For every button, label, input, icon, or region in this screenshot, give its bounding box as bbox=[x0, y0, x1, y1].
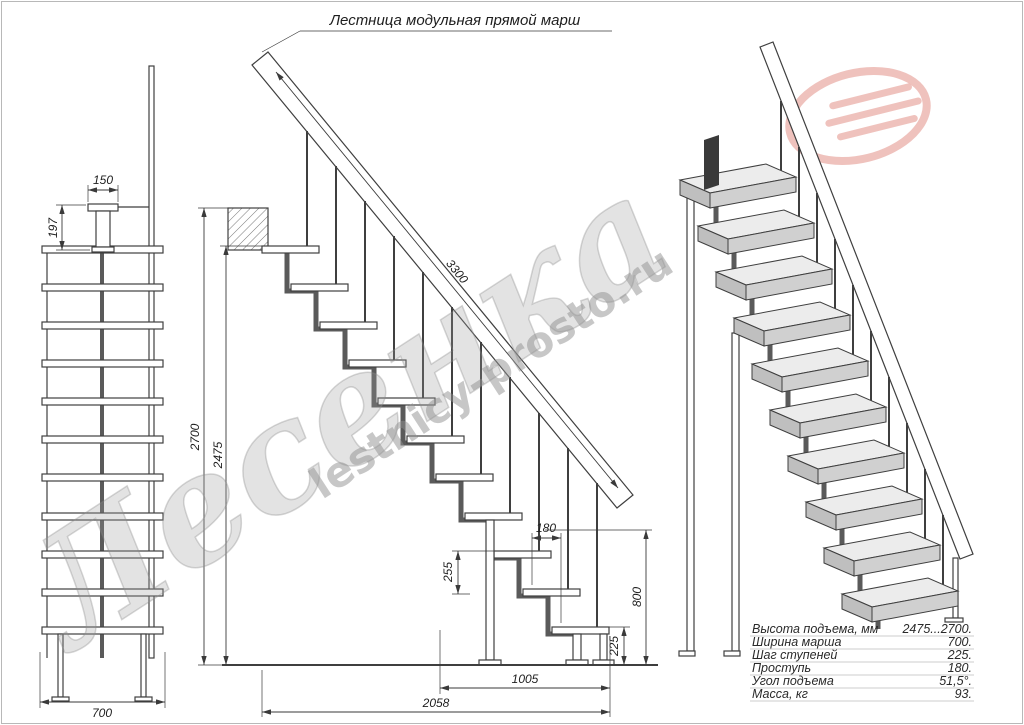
iso-wall-mount-plate bbox=[704, 135, 719, 190]
dim-2475-label: 2475 bbox=[211, 441, 225, 469]
spec-row-label: Проступь bbox=[752, 661, 811, 675]
spec-row-label: Масса, кг bbox=[752, 687, 808, 701]
dim-1005-label: 1005 bbox=[512, 672, 539, 686]
spec-row-value: 93. bbox=[955, 687, 972, 701]
dim-150-label: 150 bbox=[93, 173, 113, 187]
dim-2700-label: 2700 bbox=[188, 423, 202, 451]
spec-row-label: Шаг ступеней bbox=[752, 648, 837, 662]
dim-255-label: 255 bbox=[441, 562, 455, 583]
dim-2058-label: 2058 bbox=[422, 696, 450, 710]
dim-180-label: 180 bbox=[536, 521, 556, 535]
dim-2475: 2475 bbox=[211, 245, 262, 665]
spec-row-value: 700. bbox=[948, 635, 972, 649]
dim-700-label: 700 bbox=[92, 706, 112, 720]
dim-2700: 2700 bbox=[188, 207, 230, 666]
side-floor-slab bbox=[227, 207, 269, 251]
dim-2058: 2058 bbox=[261, 670, 611, 717]
page-title: Лестница модульная прямой марш bbox=[329, 12, 581, 29]
iso-balusters bbox=[780, 101, 944, 585]
spec-row-label: Угол подъема bbox=[751, 674, 834, 688]
dim-800-label: 800 bbox=[630, 587, 644, 607]
spec-table: Высота подъема, мм 2475...2700. Ширина м… bbox=[750, 622, 974, 702]
side-support-columns bbox=[478, 519, 615, 666]
dim-255: 255 bbox=[441, 550, 494, 595]
spec-table-rules bbox=[750, 635, 974, 702]
dim-800: 800 bbox=[545, 529, 658, 666]
dim-700: 700 bbox=[39, 652, 166, 720]
side-balusters bbox=[306, 131, 598, 627]
front-legs bbox=[51, 633, 153, 702]
front-rail-bracket bbox=[87, 203, 149, 253]
brand-logo-swoosh-icon bbox=[785, 66, 931, 166]
isometric-view bbox=[678, 41, 974, 657]
front-view: 150 197 700 bbox=[39, 65, 166, 720]
dim-197-label: 197 bbox=[46, 217, 60, 238]
dim-225-label: 225 bbox=[607, 636, 621, 657]
spec-row-value: 2475...2700. bbox=[901, 622, 972, 636]
spec-row-label: Высота подъема, мм bbox=[752, 622, 879, 636]
dim-225: 225 bbox=[607, 626, 630, 666]
spec-row-value: 180. bbox=[948, 661, 972, 675]
spec-row-value: 51,5°. bbox=[939, 674, 972, 688]
dim-197: 197 bbox=[46, 204, 90, 251]
dim-180: 180 bbox=[531, 521, 562, 623]
spec-row-value: 225. bbox=[947, 648, 972, 662]
spec-row-label: Ширина марша bbox=[752, 635, 842, 649]
side-view: 3300 bbox=[188, 51, 658, 717]
iso-handrail-board bbox=[759, 41, 974, 560]
title-block: Лестница модульная прямой марш bbox=[261, 12, 612, 53]
dim-1005: 1005 bbox=[439, 630, 611, 694]
dim-150: 150 bbox=[87, 173, 119, 202]
